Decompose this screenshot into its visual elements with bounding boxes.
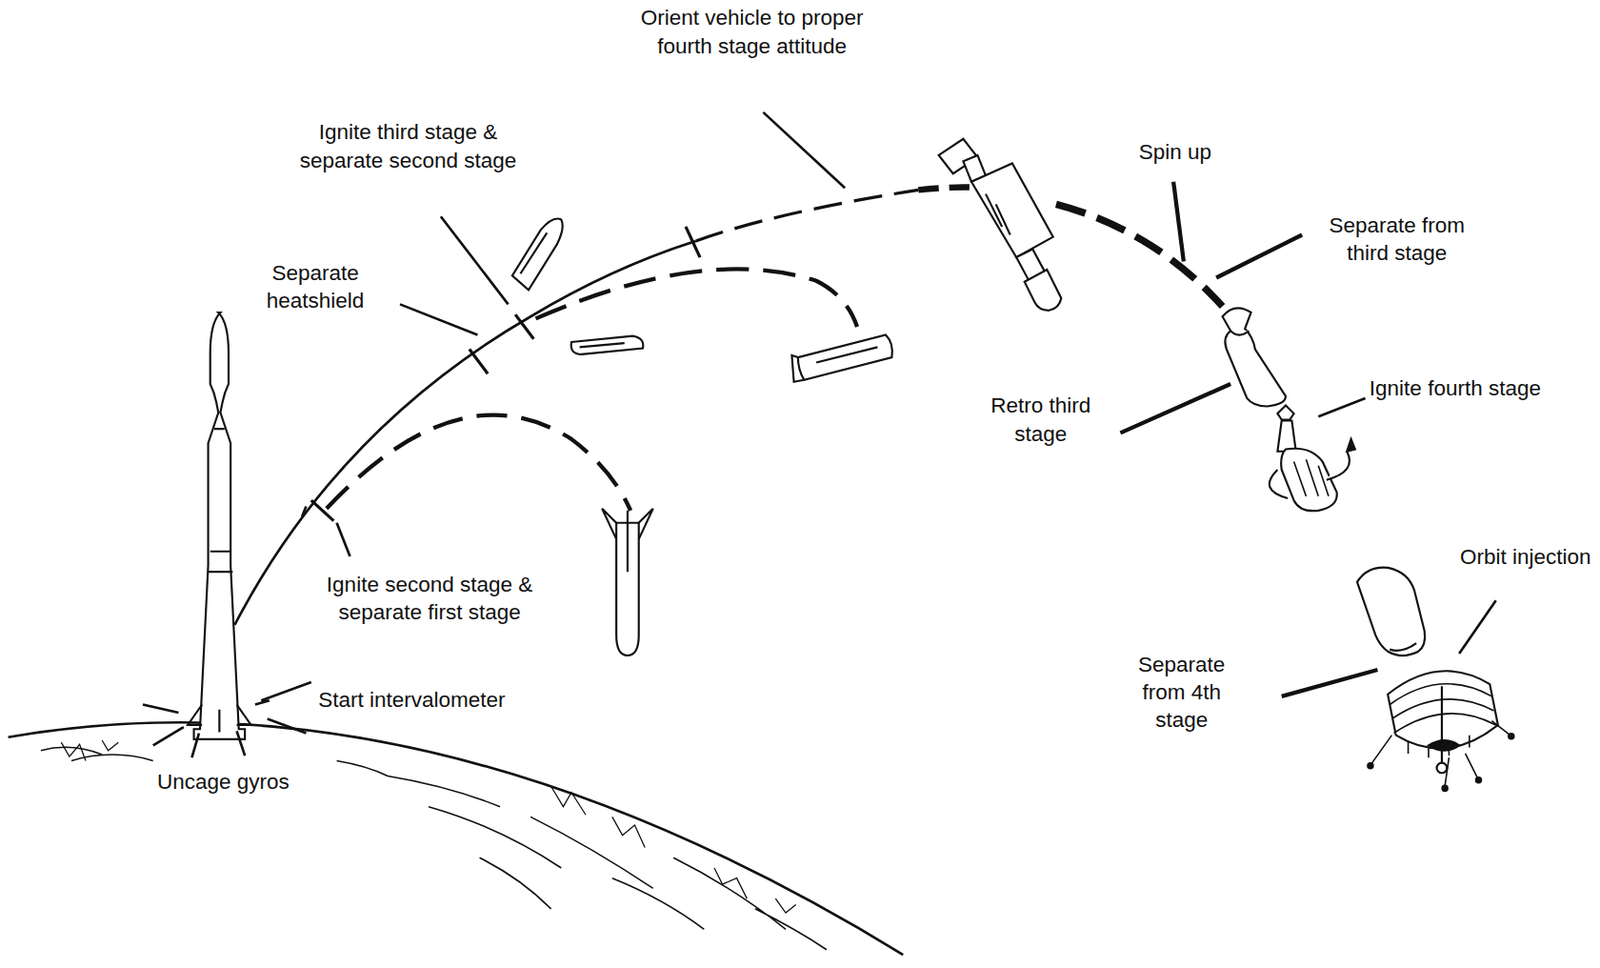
step-label: Ignite third stage & separate second sta… <box>296 118 521 175</box>
fourth-stage <box>1269 404 1356 511</box>
leader-line <box>142 112 1497 758</box>
step-label: Separate from third stage <box>1305 211 1488 268</box>
step-label: Ignite second stage & separate first sta… <box>287 570 572 627</box>
third-stage <box>1222 307 1286 406</box>
launch-vehicle <box>187 312 251 740</box>
step-label: Start intervalometer <box>318 685 505 714</box>
satellite <box>1367 670 1514 791</box>
step-label: Separate from 4th stage <box>1120 650 1243 735</box>
spent-fourth-stage <box>1357 567 1425 656</box>
step-label: Ignite fourth stage <box>1369 374 1541 402</box>
trajectory-coast <box>696 189 920 241</box>
step-label: Uncage gyros <box>157 767 290 796</box>
trajectory <box>234 240 696 625</box>
trajectory-spin <box>1056 203 1223 306</box>
heatshield <box>512 218 643 354</box>
step-label: Retro third stage <box>965 391 1118 448</box>
first-stage <box>601 508 654 656</box>
second-stage-path <box>536 268 859 326</box>
upper-stage-vehicle <box>939 139 1062 311</box>
step-label: Orient vehicle to proper fourth stage at… <box>634 3 869 60</box>
trajectory-coast <box>918 186 980 190</box>
earth <box>8 721 904 955</box>
step-label: Orbit injection <box>1459 542 1592 571</box>
step-label: Separate heatshield <box>248 259 381 316</box>
step-label: Spin up <box>1139 138 1212 166</box>
second-stage <box>791 335 892 382</box>
first-stage-path <box>326 415 631 511</box>
event-tick <box>311 226 700 521</box>
